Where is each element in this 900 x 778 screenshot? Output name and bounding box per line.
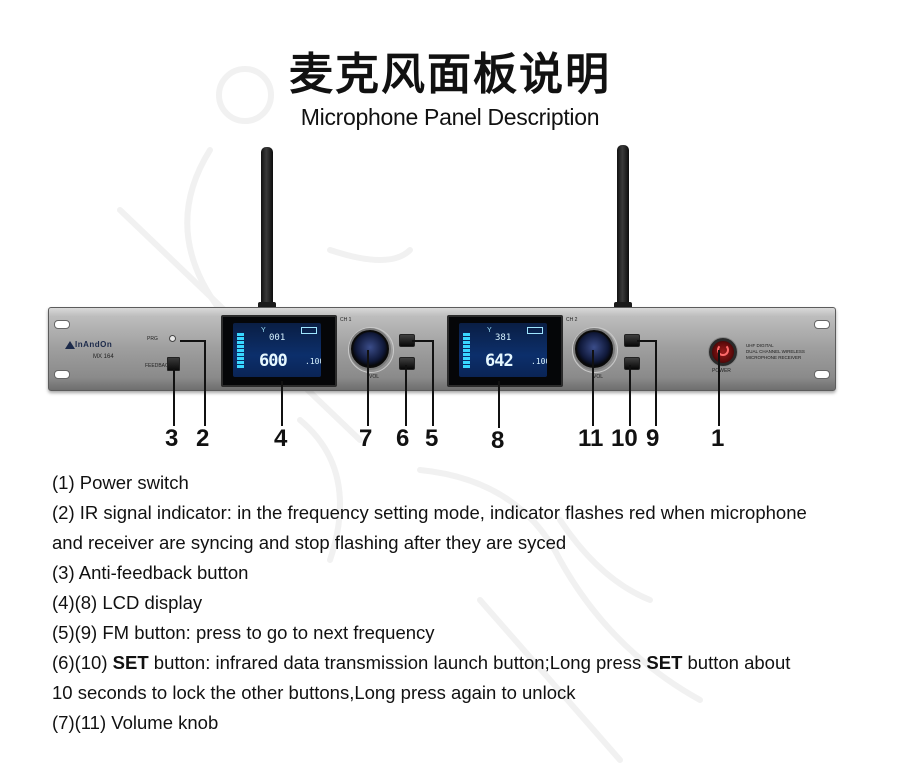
ir-label: PRG xyxy=(147,336,158,342)
lcd-channel: 381 xyxy=(495,333,512,343)
volume-knob-ring xyxy=(572,327,618,373)
lcd-display-ch1: Y 001 600 .100 xyxy=(221,315,337,387)
model-number: MX 164 xyxy=(93,354,114,360)
set-button-ch1[interactable] xyxy=(399,357,415,370)
callout-number: 9 xyxy=(646,425,660,452)
callout-line-5 xyxy=(432,340,434,426)
lcd-screen: Y 001 600 .100 xyxy=(233,323,321,377)
volume-knob-ch2[interactable] xyxy=(575,330,613,368)
description-item: (2) IR signal indicator: in the frequenc… xyxy=(52,502,807,523)
callout-line-11 xyxy=(592,350,594,426)
power-label: POWER xyxy=(712,368,731,374)
description-item: (7)(11) Volume knob xyxy=(52,712,219,733)
rack-mount-hole xyxy=(814,320,830,329)
callout-line-9-h xyxy=(637,340,657,342)
callout-number: 10 xyxy=(611,425,638,452)
description-item: 10 seconds to lock the other buttons,Lon… xyxy=(52,682,576,703)
battery-icon xyxy=(301,327,317,334)
set-button-ch2[interactable] xyxy=(624,357,640,370)
callout-number: 4 xyxy=(274,425,288,452)
callout-number: 5 xyxy=(425,425,439,452)
callout-line-3 xyxy=(173,368,175,426)
ch1-label: CH 1 xyxy=(340,317,352,323)
receiver-front-panel: InAndOn MX 164 PRG FEEDBACK Y 001 600 .1… xyxy=(48,307,836,391)
description-item: (3) Anti-feedback button xyxy=(52,562,249,583)
callout-line-1 xyxy=(718,350,720,426)
lcd-channel: 001 xyxy=(269,333,286,343)
description-item: (5)(9) FM button: press to go to next fr… xyxy=(52,622,435,643)
vol-label: VOL xyxy=(593,374,604,380)
ch2-label: CH 2 xyxy=(566,317,578,323)
page-title-chinese: 麦克风面板说明 xyxy=(289,49,611,100)
signal-level-bars xyxy=(463,333,470,369)
callout-number: 7 xyxy=(359,425,373,452)
power-switch[interactable] xyxy=(709,338,737,366)
description-item: and receiver are syncing and stop flashi… xyxy=(52,532,567,553)
feedback-label: FEEDBACK xyxy=(145,363,172,369)
lcd-frequency-fraction: .100 xyxy=(305,357,321,366)
callout-line-2 xyxy=(204,340,206,426)
vol-label: VOL xyxy=(369,374,380,380)
lcd-frequency: 600 xyxy=(259,351,288,371)
callout-line-9 xyxy=(655,340,657,426)
callout-number: 3 xyxy=(165,425,179,452)
callout-number: 8 xyxy=(491,427,505,454)
spec-text: UHF DIGITAL DUAL CHANNEL WIRELESS MICROP… xyxy=(746,343,805,360)
callout-line-10 xyxy=(629,365,631,426)
callout-line-4 xyxy=(281,381,283,426)
antenna-icon: Y xyxy=(261,327,266,334)
callout-number: 6 xyxy=(396,425,410,452)
description-item: (6)(10) SET button: infrared data transm… xyxy=(52,652,791,673)
antenna-right xyxy=(617,145,629,311)
page-title-english: Microphone Panel Description xyxy=(300,104,600,130)
rack-mount-hole xyxy=(814,370,830,379)
lcd-screen: Y 381 642 .100 xyxy=(459,323,547,377)
antenna-left xyxy=(261,147,273,311)
lcd-frequency-fraction: .100 xyxy=(531,357,547,366)
brand-logo-icon xyxy=(65,341,75,349)
callout-line-2-h xyxy=(180,340,206,342)
volume-knob-ring xyxy=(348,327,394,373)
callout-line-8 xyxy=(498,381,500,428)
description-item: (4)(8) LCD display xyxy=(52,592,203,613)
volume-knob-ch1[interactable] xyxy=(351,330,389,368)
description-item: (1) Power switch xyxy=(52,472,189,493)
lcd-frequency: 642 xyxy=(485,351,514,371)
callout-line-5-h xyxy=(412,340,434,342)
description-list: (1) Power switch (2) IR signal indicator… xyxy=(52,468,862,738)
signal-level-bars xyxy=(237,333,244,369)
callout-line-7 xyxy=(367,350,369,426)
antenna-icon: Y xyxy=(487,327,492,334)
ir-signal-indicator xyxy=(169,335,176,342)
callout-number: 11 xyxy=(578,425,604,452)
callout-line-6 xyxy=(405,365,407,426)
rack-mount-hole xyxy=(54,320,70,329)
callout-number: 1 xyxy=(711,425,725,452)
battery-icon xyxy=(527,327,543,334)
callout-number: 2 xyxy=(196,425,210,452)
brand-name: InAndOn xyxy=(75,340,113,349)
lcd-display-ch2: Y 381 642 .100 xyxy=(447,315,563,387)
rack-mount-hole xyxy=(54,370,70,379)
